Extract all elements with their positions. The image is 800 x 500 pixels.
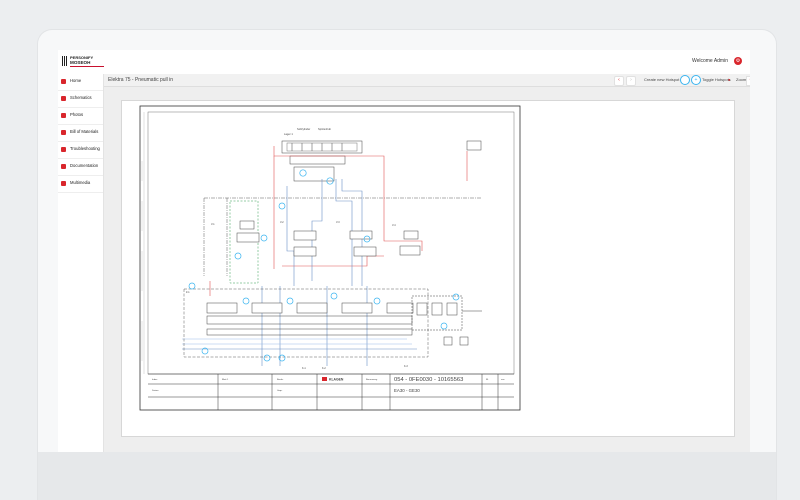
hotspot-marker xyxy=(440,322,448,330)
create-hotspot-button[interactable] xyxy=(680,75,690,85)
company-logo[interactable]: PERSONIFY MOSEOH xyxy=(62,55,104,69)
troubleshooting-icon xyxy=(61,147,66,152)
cylinder-labels: Sollzylinder Spitzenhub Lager 1 xyxy=(284,127,332,136)
svg-text:Index: Index xyxy=(152,379,158,381)
svg-text:Blatt 1: Blatt 1 xyxy=(222,378,229,381)
welcome-text: Welcome Admin xyxy=(691,58,728,64)
zoom-out-button[interactable]: − xyxy=(746,76,750,86)
forward-button[interactable]: › xyxy=(626,76,636,86)
svg-text:V-2: V-2 xyxy=(280,221,284,224)
logo-mark xyxy=(62,56,68,66)
hotspot-marker xyxy=(260,234,268,242)
hotspot-marker xyxy=(363,235,371,243)
logo-text-bottom: MOSEOH xyxy=(70,60,91,65)
zoom-label: Zoom xyxy=(736,77,747,82)
device-base xyxy=(38,452,776,500)
back-button[interactable]: ‹ xyxy=(614,76,624,86)
schematic-drawing[interactable]: Sollzylinder Spitzenhub Lager 1 xyxy=(122,101,734,436)
sidebar-item-bill-of-materials[interactable]: Bill of Materials xyxy=(58,125,103,142)
svg-text:Sollzylinder: Sollzylinder xyxy=(297,127,310,131)
hotspot-marker xyxy=(326,177,334,185)
svg-text:Z-1: Z-1 xyxy=(186,291,190,294)
sidebar-item-label: Schematics xyxy=(70,95,92,100)
hotspot-marker xyxy=(278,202,286,210)
hotspot-add-icon[interactable]: + xyxy=(691,75,701,85)
multimedia-icon xyxy=(61,181,66,186)
pneumatic-cylinder xyxy=(281,140,363,182)
sidebar-item-schematics[interactable]: Schematics xyxy=(58,91,103,108)
svg-text:Spitzenhub: Spitzenhub xyxy=(318,127,332,131)
sheet-frame xyxy=(139,105,521,411)
component-labels: V-1 V-2 V-3 V-4 Z-1 K-1 K-2 K-3 xyxy=(186,221,408,370)
svg-text:K-1: K-1 xyxy=(302,367,306,370)
valve-group-upper xyxy=(236,220,421,257)
sidebar-item-label: Troubleshooting xyxy=(70,146,100,151)
title-block-sub-code: EA30 - GE30 xyxy=(394,388,420,393)
hotspot-markers-lower xyxy=(188,282,381,362)
svg-text:K-3: K-3 xyxy=(404,365,408,368)
create-hotspot-label: Create new Hotspot xyxy=(644,77,680,82)
toggle-hotspots-label[interactable]: Toggle Hotspots xyxy=(702,77,731,82)
schematics-icon xyxy=(61,96,66,101)
sidebar-item-label: Multimedia xyxy=(70,180,91,185)
svg-text:Lager 1: Lager 1 xyxy=(284,132,293,136)
svg-text:Bl.: Bl. xyxy=(486,379,489,381)
home-icon xyxy=(61,79,66,84)
sidebar-item-label: Photos xyxy=(70,112,84,117)
hotspot-marker xyxy=(234,252,242,260)
sidebar: Home Schematics Photos Bill of Materials… xyxy=(58,74,104,452)
sidebar-item-label: Bill of Materials xyxy=(70,129,99,134)
service-unit xyxy=(411,140,482,346)
working-line-blue xyxy=(182,179,417,366)
top-bar: PERSONIFY MOSEOH Welcome Admin ⚙ xyxy=(58,50,750,75)
valve-manifold xyxy=(206,302,414,336)
app-screen: PERSONIFY MOSEOH Welcome Admin ⚙ Home Sc… xyxy=(58,50,750,452)
svg-text:V-1: V-1 xyxy=(211,223,215,226)
hotspot-marker xyxy=(452,293,460,301)
svg-text:von: von xyxy=(501,379,505,381)
logo-underline xyxy=(70,66,104,67)
svg-text:Gepr.: Gepr. xyxy=(277,389,283,392)
sidebar-item-multimedia[interactable]: Multimedia xyxy=(58,176,103,193)
sidebar-item-label: Home xyxy=(70,78,82,83)
sidebar-item-photos[interactable]: Photos xyxy=(58,108,103,125)
svg-text:Benennung: Benennung xyxy=(366,379,378,381)
hotspot-marker xyxy=(299,169,307,177)
sidebar-item-home[interactable]: Home xyxy=(58,74,103,91)
title-block-drawing-number: 054 - 0FE0030 - 10165563 xyxy=(394,377,463,383)
user-menu-icon[interactable]: ⚙ xyxy=(734,57,742,65)
sidebar-item-troubleshooting[interactable]: Troubleshooting xyxy=(58,142,103,159)
title-block-grid xyxy=(148,373,514,410)
green-boundary xyxy=(229,200,259,284)
svg-text:Datum: Datum xyxy=(152,389,159,392)
content-area: Sollzylinder Spitzenhub Lager 1 xyxy=(104,87,750,452)
svg-text:V-3: V-3 xyxy=(336,221,340,224)
toggle-hotspots-icon[interactable]: ● xyxy=(728,77,731,82)
sidebar-item-documentation[interactable]: Documentation xyxy=(58,159,103,176)
title-block-company: KLAGEN xyxy=(329,378,344,382)
content-header: Elektra 75 - Pneumatic pull in ‹ › Creat… xyxy=(104,74,750,87)
logo-text-top: PERSONIFY xyxy=(70,55,94,60)
svg-text:Bearb.: Bearb. xyxy=(277,378,284,381)
title-block-logo xyxy=(322,377,327,381)
page-title: Elektra 75 - Pneumatic pull in xyxy=(108,77,174,83)
svg-text:K-2: K-2 xyxy=(322,367,326,370)
sidebar-item-label: Documentation xyxy=(70,163,99,168)
svg-text:V-4: V-4 xyxy=(392,224,396,227)
schematic-viewer[interactable]: Sollzylinder Spitzenhub Lager 1 xyxy=(121,100,735,437)
documentation-icon xyxy=(61,164,66,169)
bill-of-materials-icon xyxy=(61,130,66,135)
group-boundary-lines xyxy=(203,197,482,276)
valve-manifold-boundary xyxy=(183,288,429,358)
photos-icon xyxy=(61,113,66,118)
